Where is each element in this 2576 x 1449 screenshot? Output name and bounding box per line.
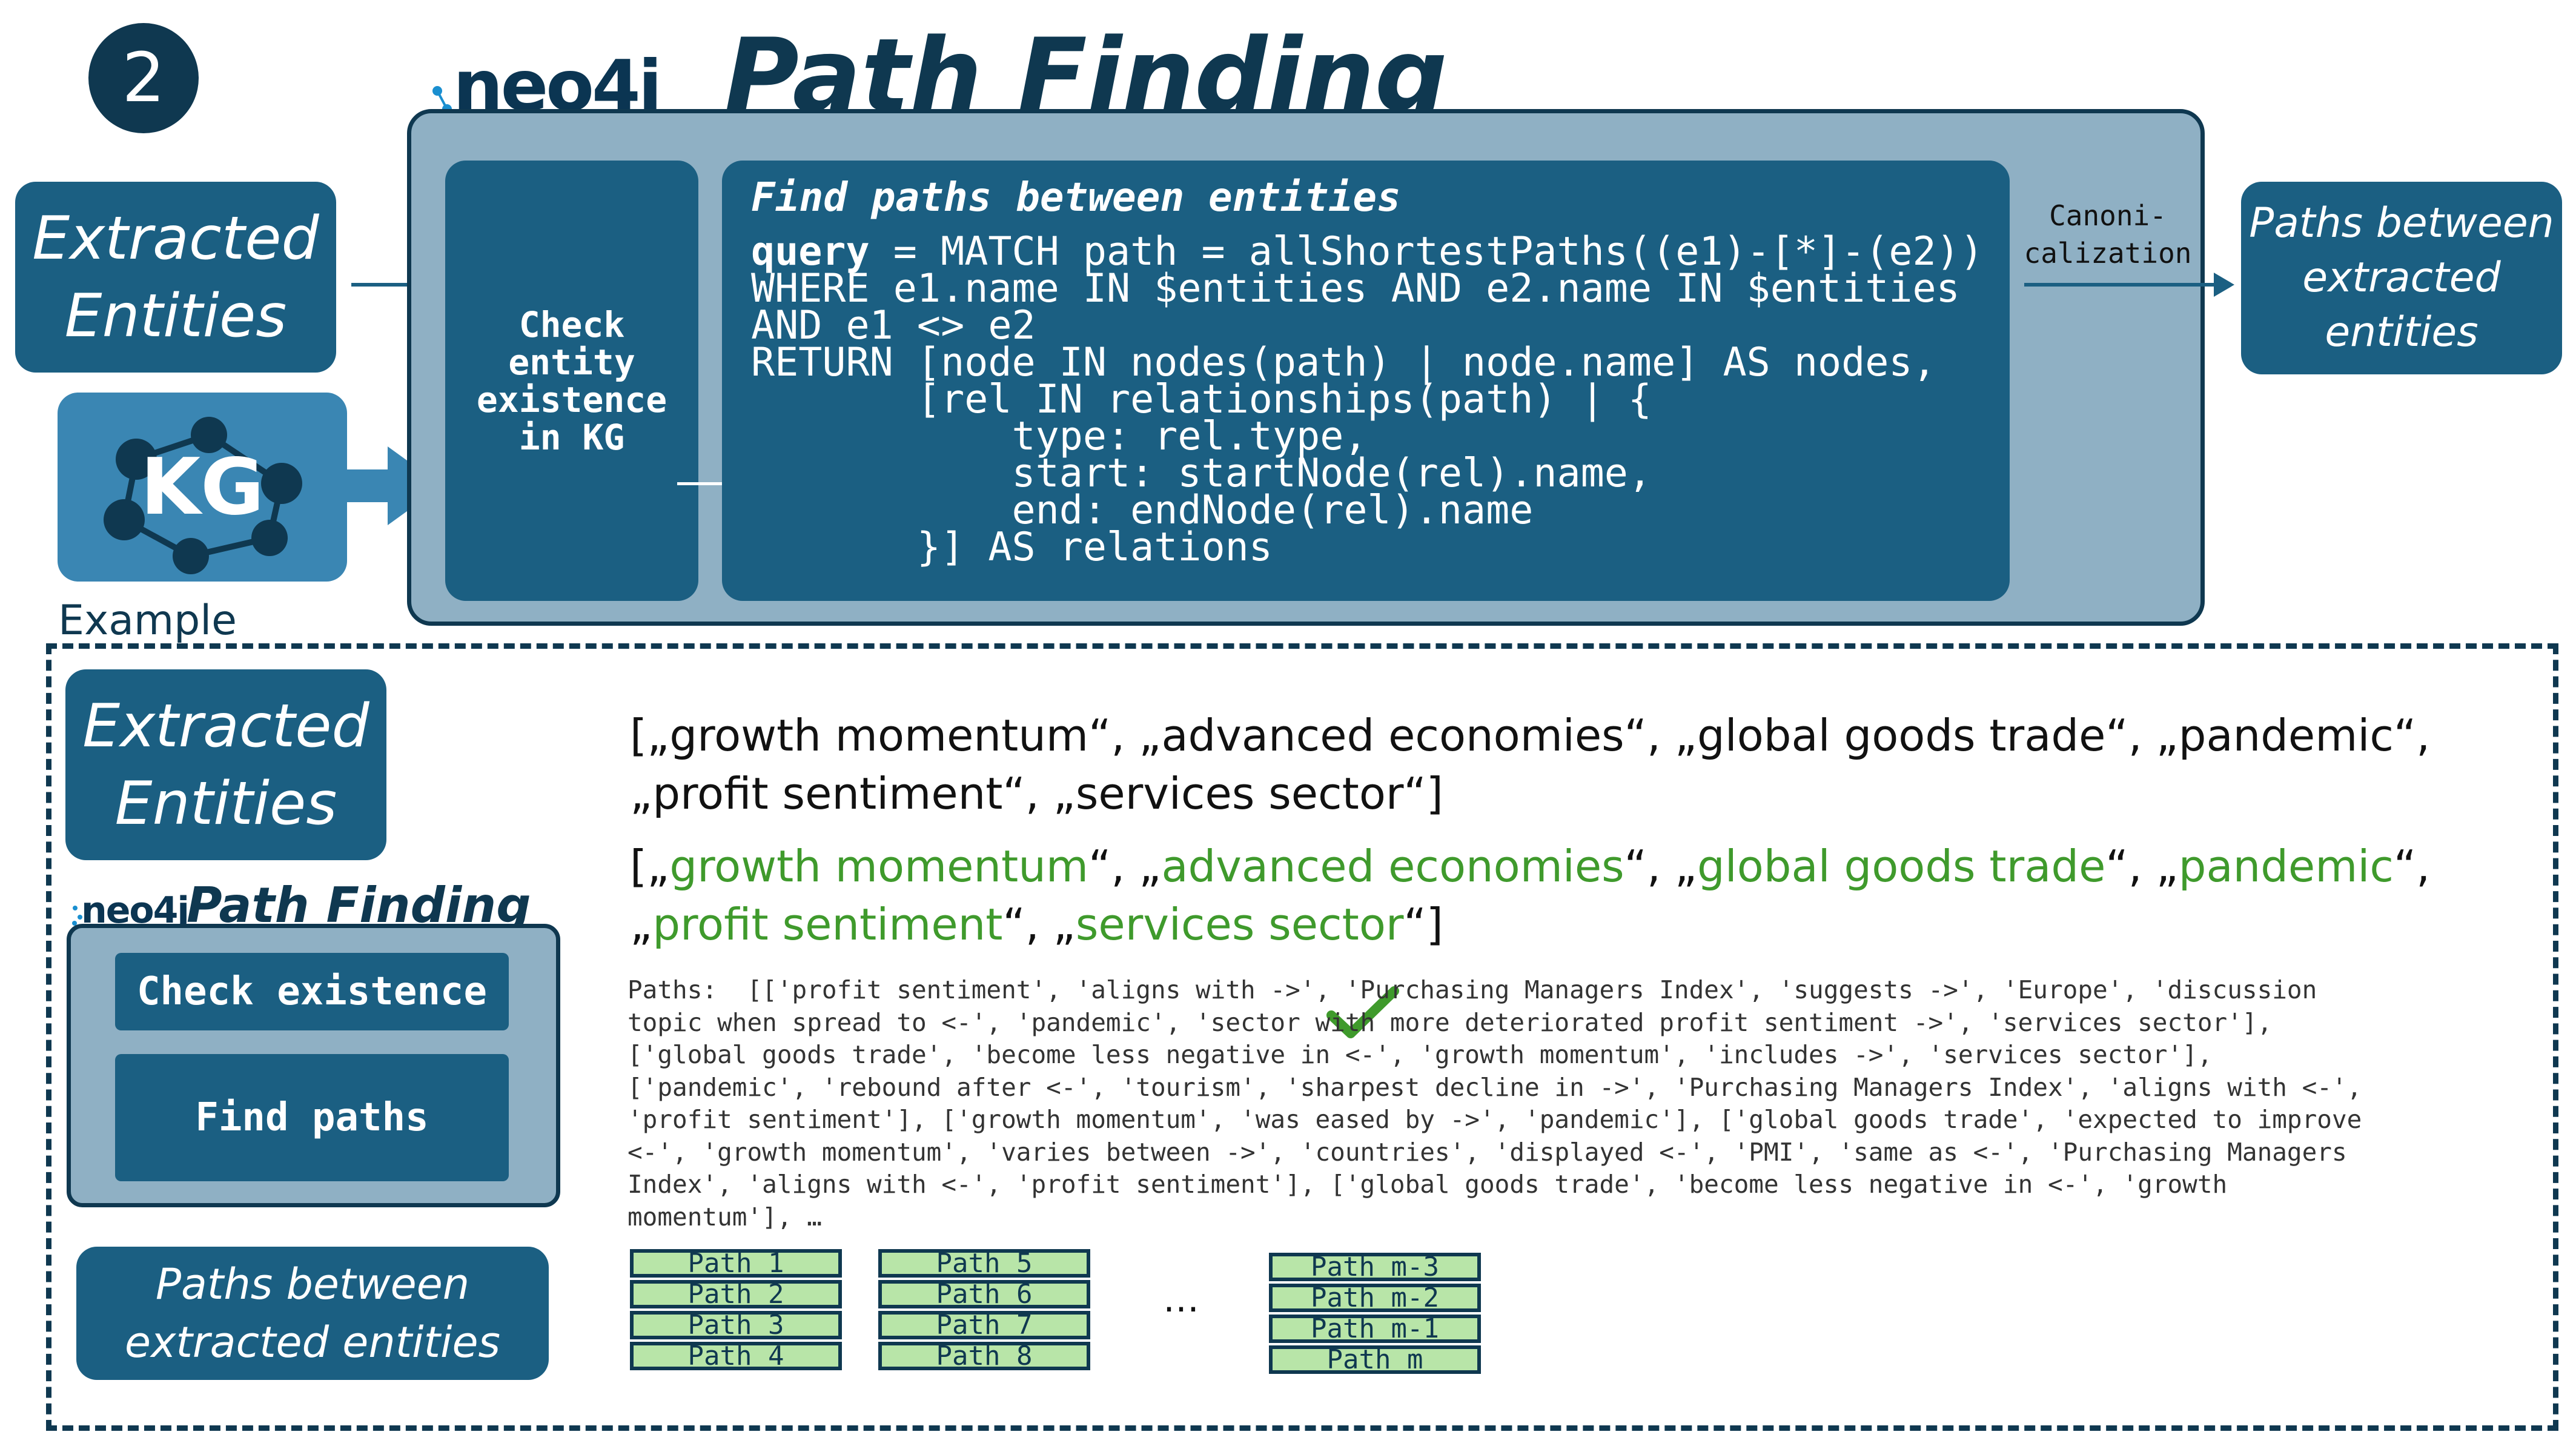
canonicalization-arrow-head (2214, 273, 2234, 297)
kg-box: KG (58, 393, 347, 582)
path-chip: Path m-3 (1269, 1252, 1481, 1282)
query-code-box: Find paths between entities query = MATC… (722, 161, 2010, 601)
entity-list-plain: [„growth momentum“, „advanced economies“… (630, 710, 2431, 819)
entities-arrow (351, 283, 430, 287)
check-existence-label: Check existence (137, 969, 487, 1014)
entity-3: global goods trade (1697, 710, 2106, 761)
example-paths-box: Paths between extracted entities (76, 1247, 549, 1380)
code-line-4: RETURN [node IN nodes(path) | node.name]… (751, 340, 1936, 385)
kg-label: KG (140, 442, 265, 532)
kg-arrow (346, 469, 389, 502)
code-line-2: WHERE e1.name IN $entities AND e2.name I… (751, 266, 1960, 311)
step-number: 2 (122, 39, 165, 118)
path-group-3: Path m-3 Path m-2 Path m-1 Path m (1269, 1252, 1484, 1386)
find-paths-box: Find paths (115, 1054, 509, 1181)
path-chip: Path m-1 (1269, 1313, 1481, 1344)
path-group-2: Path 5 Path 6 Path 7 Path 8 (878, 1248, 1093, 1382)
entity-1: growth momentum (669, 710, 1089, 761)
path-ellipsis: … (1163, 1278, 1199, 1321)
path-chip: Path m (1269, 1344, 1481, 1375)
canonical-entity-5: profit sentiment (652, 899, 1003, 950)
check-existence-box: Check existence (115, 953, 509, 1030)
code-line-3: AND e1 <> e2 (751, 303, 1036, 348)
example-entities-label: Extracted Entities (82, 691, 369, 838)
path-chip: Path 4 (630, 1341, 842, 1371)
check-entity-box: Check entity existence in KG (445, 161, 698, 601)
canonicalization-arrow (2024, 283, 2218, 287)
code-line-1: MATCH path = allShortestPaths((e1)-[*]-(… (941, 229, 1984, 274)
entity-2: advanced economies (1161, 710, 1624, 761)
paths-output-label: Paths between extracted entities (2249, 199, 2554, 356)
paths-output-text: Paths: [['profit sentiment', 'aligns wit… (627, 975, 2362, 1232)
check-to-query-arrow (677, 482, 762, 485)
canonical-entity-2: advanced economies (1161, 841, 1624, 892)
entity-5: profit sentiment (652, 768, 1003, 819)
entity-6: services sector (1075, 768, 1404, 819)
entity-4: pandemic (2178, 710, 2394, 761)
check-entity-label: Check entity existence in KG (476, 303, 667, 458)
example-entities-box: Extracted Entities (65, 669, 386, 860)
example-neo4j-logo: neo4j (71, 886, 193, 932)
checkmark-icon (1326, 986, 1399, 1038)
canonical-entity-1: growth momentum (669, 841, 1089, 892)
query-code-body: query = MATCH path = allShortestPaths((e… (751, 229, 1984, 570)
entity-list-canonical: [„growth momentum“, „advanced economies“… (630, 841, 2431, 950)
extracted-entities-box: Extracted Entities (15, 182, 336, 373)
example-paths-label: Paths between extracted entities (124, 1259, 501, 1367)
query-keyword: query (751, 229, 870, 274)
code-line-8: end: endNode(rel).name (751, 488, 1534, 533)
canonical-entity-6: services sector (1075, 899, 1404, 950)
query-code-title: Find paths between entities (751, 174, 1401, 220)
path-chip: Path 6 (878, 1279, 1090, 1310)
paths-output-box: Paths between extracted entities (2241, 182, 2562, 374)
path-chip: Path 5 (878, 1248, 1090, 1279)
path-chip: Path 1 (630, 1248, 842, 1279)
path-chip: Path 7 (878, 1310, 1090, 1341)
step-number-badge: 2 (88, 23, 199, 133)
example-frame (46, 643, 2558, 1431)
code-line-9: }] AS relations (751, 525, 1273, 570)
find-paths-label: Find paths (195, 1095, 429, 1140)
path-chip: Path m-2 (1269, 1282, 1481, 1313)
canonicalization-label: Canoni- calization (2024, 199, 2192, 270)
canonical-entity-4: pandemic (2178, 841, 2394, 892)
example-label: Example (58, 597, 237, 645)
knowledge-graph-icon (104, 417, 302, 574)
path-chip: Path 8 (878, 1341, 1090, 1371)
canonical-entity-3: global goods trade (1697, 841, 2106, 892)
path-chip: Path 2 (630, 1279, 842, 1310)
path-chip: Path 3 (630, 1310, 842, 1341)
code-line-5: [rel IN relationships(path) | { (751, 377, 1652, 422)
extracted-entities-label: Extracted Entities (32, 204, 319, 351)
code-line-7: start: startNode(rel).name, (751, 451, 1652, 496)
code-line-6: type: rel.type, (751, 414, 1368, 459)
path-group-1: Path 1 Path 2 Path 3 Path 4 (630, 1248, 845, 1382)
